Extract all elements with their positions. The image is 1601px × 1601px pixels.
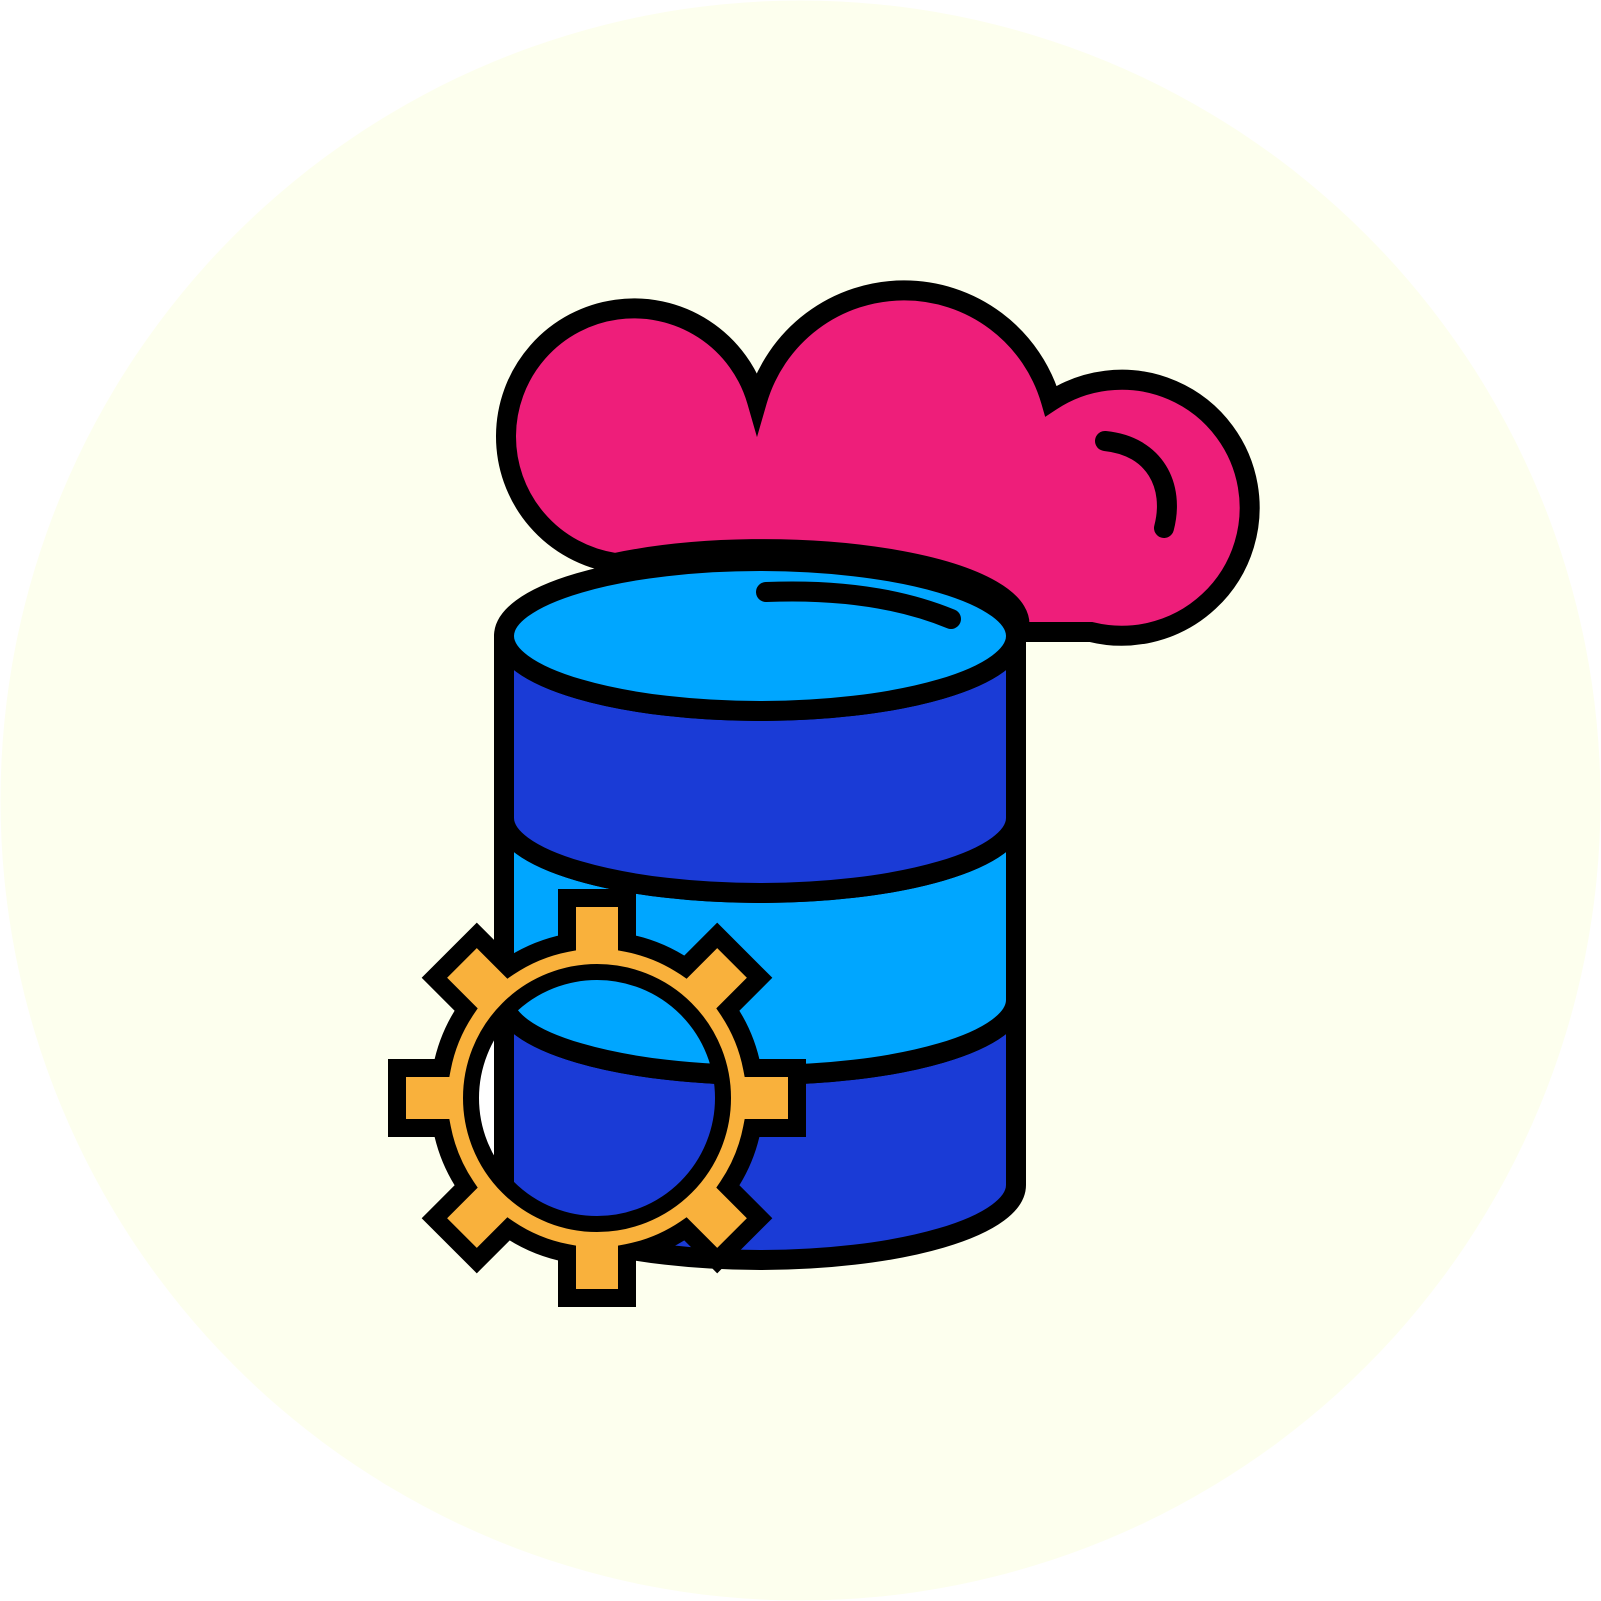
database-cap-highlight xyxy=(756,581,961,629)
cloud-highlight xyxy=(1095,431,1177,538)
cloud-icon xyxy=(496,280,1260,646)
database-top-cap xyxy=(494,551,1026,721)
gear-center-lens xyxy=(463,964,731,1232)
